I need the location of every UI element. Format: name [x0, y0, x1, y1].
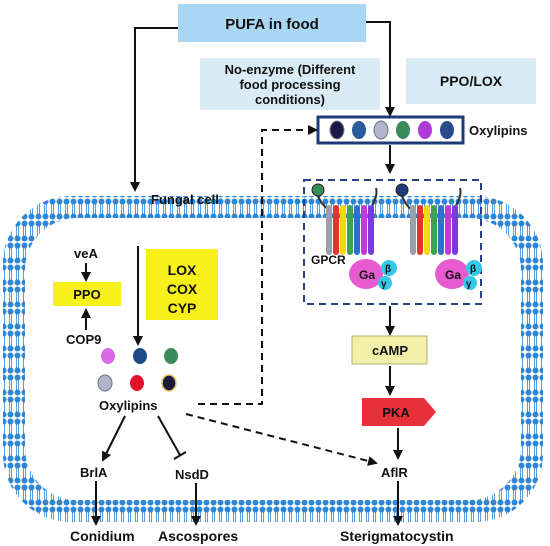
- no-enzyme-box: No-enzyme (Different food processing con…: [200, 58, 380, 110]
- cox-label: COX: [167, 281, 198, 297]
- no-enzyme-line1: No-enzyme (Different: [225, 62, 356, 77]
- gamma-left: γ: [381, 279, 387, 290]
- gpcr-receptor-right: [395, 183, 462, 255]
- top-connectors: [130, 21, 395, 405]
- oxylipins-top-label: Oxylipins: [469, 123, 528, 138]
- nsdd-label: NsdD: [175, 467, 209, 482]
- lox-label: LOX: [168, 262, 197, 278]
- g-protein-right: Ga β γ: [435, 259, 482, 290]
- ascospores-label: Ascospores: [158, 528, 238, 544]
- camp-box: cAMP: [351, 335, 428, 365]
- pka-box: PKA: [362, 398, 436, 426]
- brla-label: BrlA: [80, 465, 108, 480]
- ppo-lox-label: PPO/LOX: [440, 73, 503, 89]
- pufa-box: PUFA in food: [178, 4, 366, 42]
- fungal-cell-label: Fungal cell: [151, 192, 219, 207]
- gamma-right: γ: [466, 279, 472, 290]
- beta-left: β: [385, 264, 391, 275]
- gpcr-receptor-left: [311, 183, 378, 255]
- gpcr-label: GPCR: [311, 253, 346, 267]
- galpha-right: Ga: [445, 268, 461, 282]
- oxylipins-cluster: [97, 348, 178, 392]
- pufa-label: PUFA in food: [225, 16, 319, 33]
- beta-right: β: [470, 264, 476, 275]
- bottom-connectors: [91, 413, 403, 526]
- oxylipins-cell-label: Oxylipins: [99, 398, 158, 413]
- conidium-label: Conidium: [70, 528, 135, 544]
- ppo-box: PPO: [53, 282, 121, 306]
- camp-label: cAMP: [372, 343, 408, 358]
- g-protein-left: Ga β γ: [349, 259, 397, 290]
- no-enzyme-line3: conditions): [255, 92, 325, 107]
- lox-cox-cyp-box: LOX COX CYP: [146, 249, 218, 320]
- vea-label: veA: [74, 246, 98, 261]
- galpha-left: Ga: [359, 268, 375, 282]
- sterigmatocystin-label: Sterigmatocystin: [340, 528, 454, 544]
- cyp-label: CYP: [168, 300, 197, 316]
- oxylipins-top-tube: [316, 115, 465, 145]
- gpcr-dashed-box: [303, 179, 482, 305]
- no-enzyme-line2: food processing: [239, 77, 340, 92]
- cop9-label: COP9: [66, 332, 101, 347]
- ppo-label: PPO: [73, 287, 100, 302]
- pka-label: PKA: [382, 405, 410, 420]
- aflr-label: AflR: [381, 465, 408, 480]
- ppo-lox-box: PPO/LOX: [406, 58, 536, 104]
